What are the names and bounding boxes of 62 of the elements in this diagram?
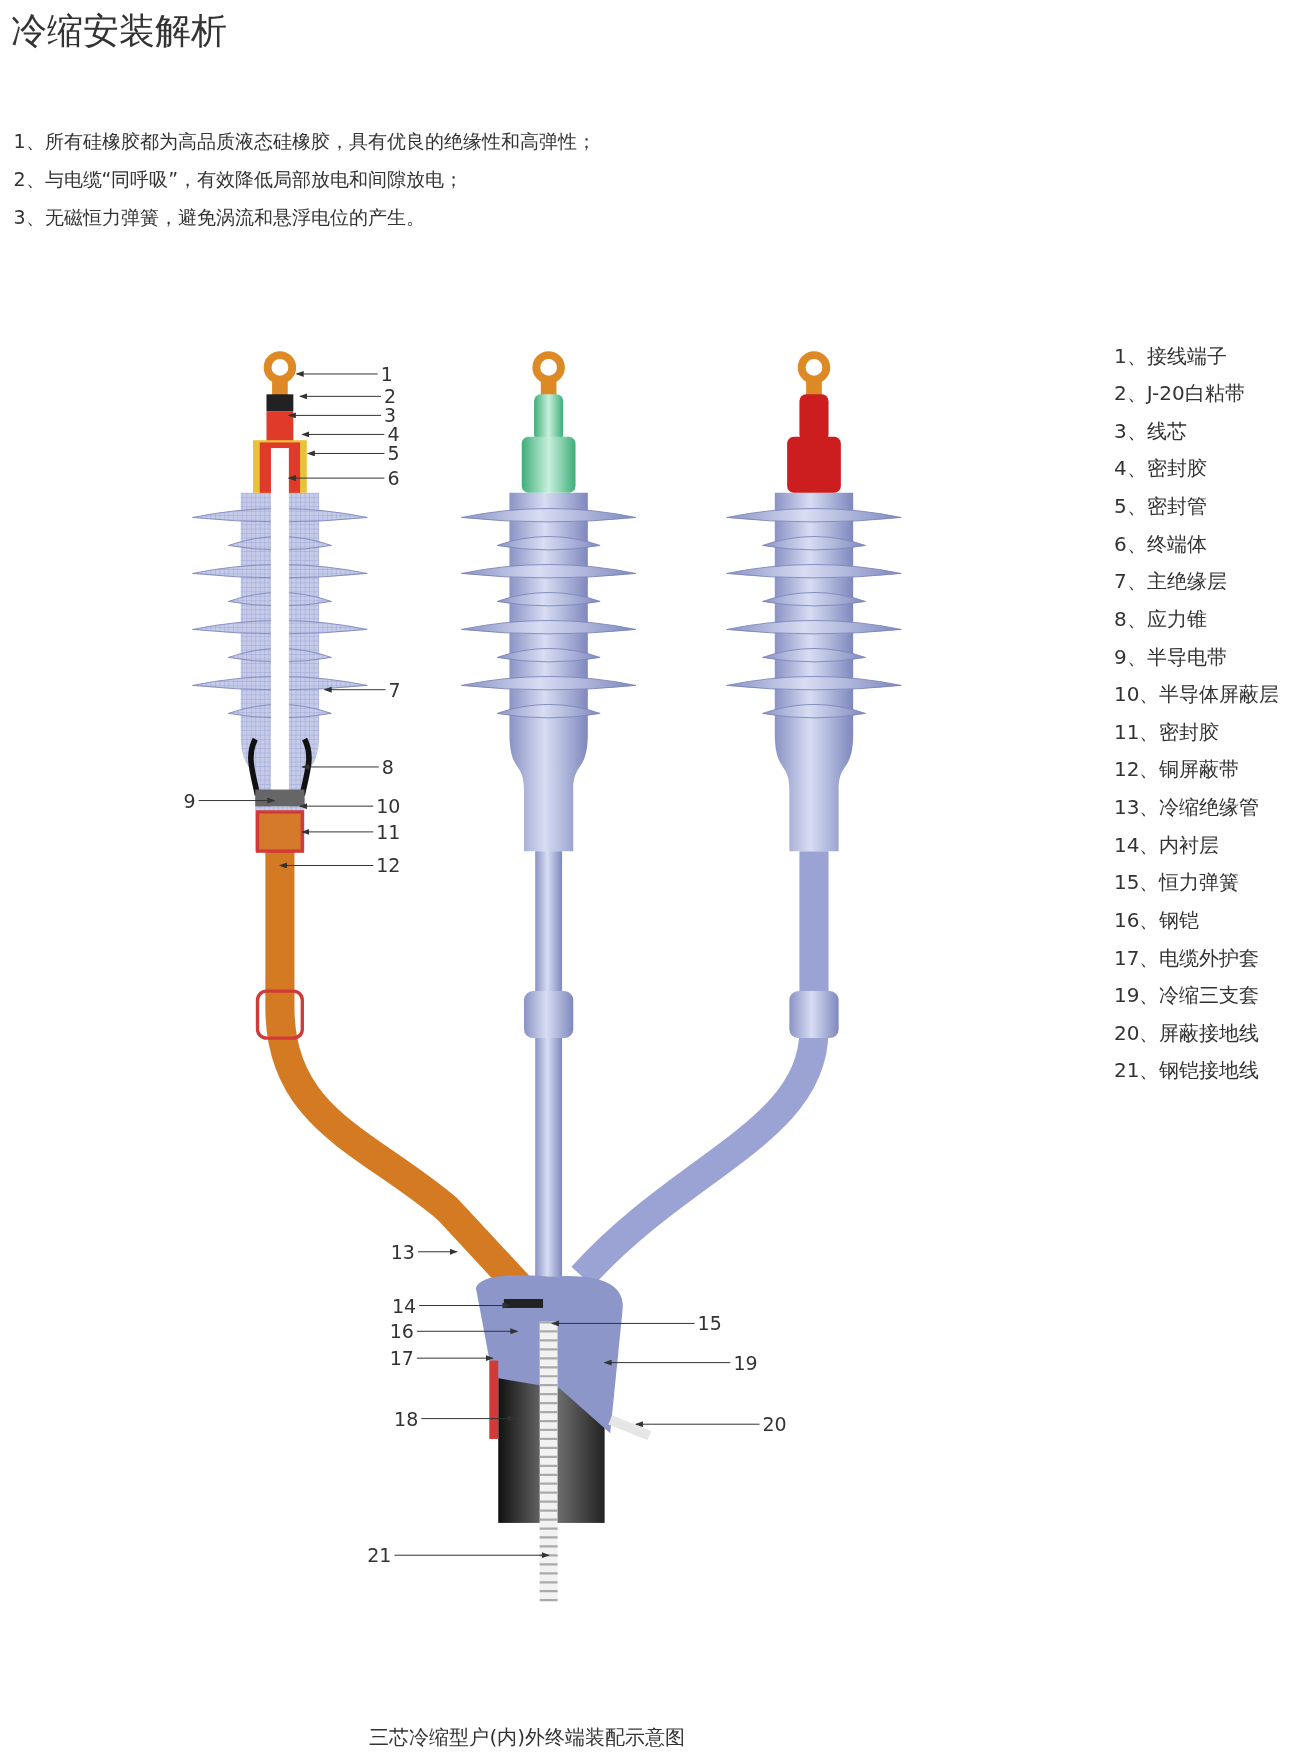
leader-line <box>603 1359 731 1366</box>
callout-number: 20 <box>762 1413 787 1436</box>
callout-number: 6 <box>387 467 400 490</box>
part-list-item: 21、钢铠接地线 <box>1114 1057 1260 1085</box>
callout-number: 17 <box>389 1347 414 1370</box>
callout-number: 7 <box>388 678 401 701</box>
callout-number: 10 <box>376 795 401 818</box>
leader-line <box>551 1320 696 1327</box>
leader-line <box>634 1421 760 1428</box>
part-list-item: 20、屏蔽接地线 <box>1114 1019 1260 1047</box>
leader-line <box>301 763 380 770</box>
part-list-item: 5、密封管 <box>1114 493 1207 521</box>
part-list-item: 17、电缆外护套 <box>1114 944 1260 972</box>
part-list-item: 16、钢铠 <box>1114 906 1200 934</box>
part-list-item: 19、冷缩三支套 <box>1114 982 1260 1010</box>
part-list-item: 9、半导电带 <box>1114 643 1227 671</box>
callout-number: 15 <box>697 1312 722 1335</box>
part-list-item: 8、应力锥 <box>1114 605 1207 633</box>
part-list-item: 1、接线端子 <box>1114 342 1227 370</box>
note-text: 2、与电缆“同呼吸”，有效降低局部放电和间隙放电； <box>13 166 464 192</box>
part-list-item: 14、内衬层 <box>1114 831 1220 859</box>
leader-line <box>323 686 386 693</box>
leader-line <box>198 797 276 804</box>
callout-number: 19 <box>733 1351 758 1374</box>
leader-line <box>301 828 374 835</box>
leader-line <box>306 450 385 457</box>
callout-number: 11 <box>376 820 401 843</box>
leader-line <box>416 1328 519 1335</box>
part-list-item: 2、J-20白粘带 <box>1114 380 1245 408</box>
part-list-item: 6、终端体 <box>1114 530 1207 558</box>
leader-line <box>417 1248 458 1255</box>
callout-number: 21 <box>367 1544 392 1567</box>
leader-line <box>416 1355 494 1362</box>
part-list-item: 11、密封胶 <box>1114 718 1220 746</box>
title: 冷缩安装解析 <box>11 8 228 53</box>
leader-line <box>287 475 385 482</box>
leader-line <box>299 393 382 400</box>
leader-line <box>418 1302 511 1309</box>
caption: 三芯冷缩型户(内)外终端装配示意图 <box>369 1724 686 1752</box>
part-list-item: 10、半导体屏蔽层 <box>1114 681 1280 709</box>
leader-line <box>299 803 374 810</box>
leader-line <box>287 412 382 419</box>
callout-number: 9 <box>183 789 196 812</box>
callout-number: 14 <box>391 1294 417 1317</box>
leader-line <box>295 370 379 377</box>
part-list-item: 12、铜屏蔽带 <box>1114 756 1240 784</box>
leader-line <box>278 862 374 869</box>
part-list-item: 4、密封胶 <box>1114 455 1207 483</box>
leader-line <box>393 1552 550 1559</box>
callout-number: 18 <box>394 1407 419 1430</box>
callout-number: 12 <box>376 854 401 877</box>
note-text: 3、无磁恒力弹簧，避免涡流和悬浮电位的产生。 <box>13 204 425 230</box>
leader-line <box>301 431 385 438</box>
note-text: 1、所有硅橡胶都为高品质液态硅橡胶，具有优良的绝缘性和高弹性； <box>13 128 596 154</box>
part-list-item: 7、主绝缘层 <box>1114 568 1227 596</box>
callout-number: 13 <box>390 1240 415 1263</box>
callout-number: 16 <box>389 1320 414 1343</box>
part-list-item: 13、冷缩绝缘管 <box>1114 794 1260 822</box>
part-list-item: 15、恒力弹簧 <box>1114 869 1240 897</box>
callout-number: 8 <box>381 755 394 778</box>
part-list-item: 3、线芯 <box>1114 417 1187 445</box>
callout-number: 1 <box>380 362 393 385</box>
